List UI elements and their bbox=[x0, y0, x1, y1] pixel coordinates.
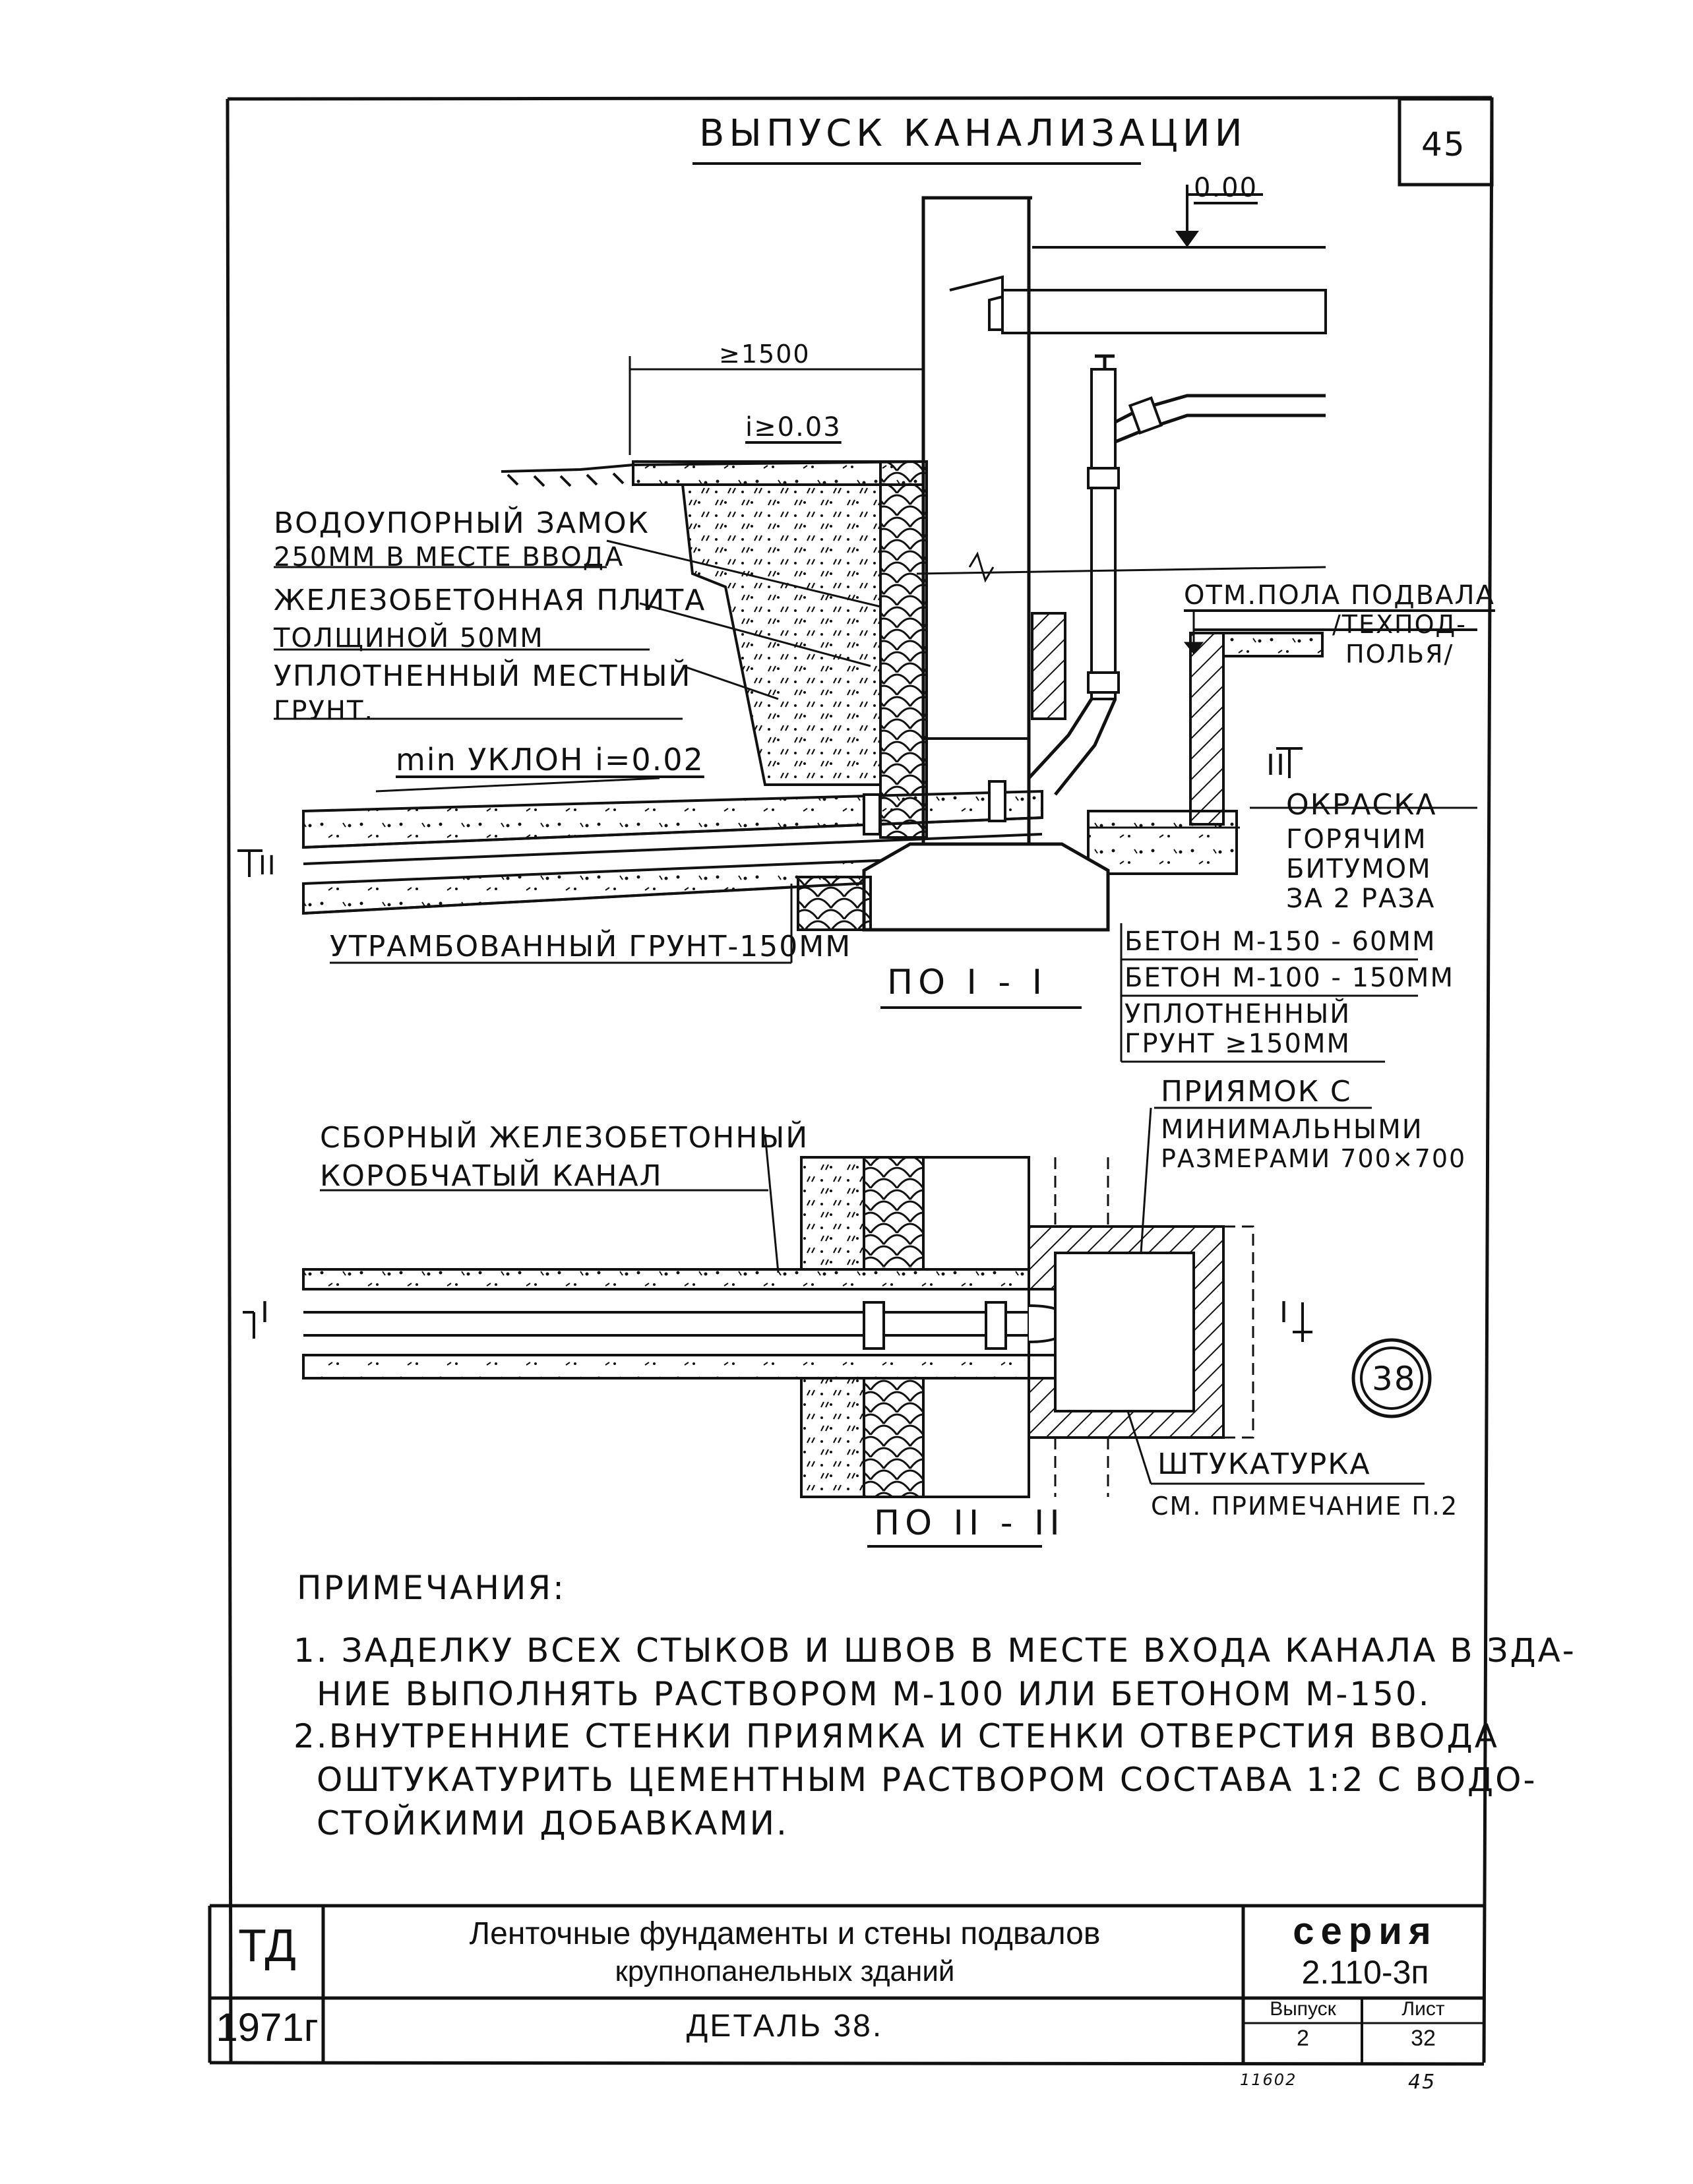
label-compacted-soil-2: ГРУНТ. bbox=[274, 696, 375, 726]
section-mark-I-left: I bbox=[261, 1296, 270, 1329]
label-pit-1: ПРИЯМОК С bbox=[1161, 1075, 1352, 1108]
slope-label: i≥0.03 bbox=[745, 412, 842, 442]
note-1-line-1: 1. ЗАДЕЛКУ ВСЕХ СТЫКОВ И ШВОВ В МЕСТЕ ВХ… bbox=[293, 1631, 1576, 1670]
dimension-1500: ≥1500 bbox=[719, 340, 811, 369]
label-channel-1: СБОРНЫЙ ЖЕЛЕЗОБЕТОННЫЙ bbox=[320, 1121, 809, 1155]
label-compacted-soil-1: УПЛОТНЕННЫЙ МЕСТНЫЙ bbox=[274, 659, 692, 693]
label-concrete-150: БЕТОН М-150 - 60ММ bbox=[1124, 926, 1436, 957]
label-compacted-1: УПЛОТНЕННЫЙ bbox=[1124, 999, 1351, 1029]
title-block-series-value: 2.110-3п bbox=[1301, 1954, 1429, 1991]
note-2-line-1: 2.ВНУТРЕННИЕ СТЕНКИ ПРИЯМКА И СТЕНКИ ОТВ… bbox=[293, 1717, 1499, 1755]
title-block-sheet-value: 32 bbox=[1411, 2026, 1436, 2051]
footer-code: 11602 bbox=[1240, 2071, 1297, 2089]
page-number: 45 bbox=[1421, 125, 1466, 164]
title-block-lines bbox=[208, 1904, 1484, 2063]
label-paint-3: БИТУМОМ bbox=[1286, 854, 1432, 884]
section-mark-I-right: I bbox=[1279, 1296, 1289, 1329]
section-mark-II-left: II bbox=[259, 851, 277, 881]
title-block-name-2: крупнопанельных зданий bbox=[615, 1955, 955, 1987]
min-slope-label: min УКЛОН i=0.02 bbox=[396, 742, 704, 777]
title-block-detail: ДЕТАЛЬ 38. bbox=[686, 2009, 884, 2044]
sheet-frame bbox=[209, 96, 1494, 2066]
label-rc-slab-1: ЖЕЛЕЗОБЕТОННАЯ ПЛИТА bbox=[274, 584, 706, 617]
label-paint-1: ОКРАСКА bbox=[1286, 788, 1437, 822]
label-plaster-2: СМ. ПРИМЕЧАНИЕ П.2 bbox=[1151, 1492, 1459, 1521]
section-1-1-graphics bbox=[237, 185, 1477, 1063]
note-1-line-2: НИЕ ВЫПОЛНЯТЬ РАСТВОРОМ М-100 ИЛИ БЕТОНО… bbox=[317, 1675, 1431, 1713]
label-pit-2: МИНИМАЛЬНЫМИ bbox=[1161, 1114, 1423, 1145]
label-plaster-1: ШТУКАТУРКА bbox=[1157, 1447, 1371, 1481]
section-title-1-1: ПО I - I bbox=[887, 963, 1048, 1002]
title-block-issue-value: 2 bbox=[1297, 2026, 1309, 2051]
note-2-line-3: СТОЙКИМИ ДОБАВКАМИ. bbox=[317, 1804, 789, 1842]
section-2-2-graphics bbox=[243, 1107, 1432, 1548]
label-rammed-soil: УТРАМБОВАННЫЙ ГРУНТ-150ММ bbox=[330, 930, 852, 963]
title-block-year: 1971г bbox=[216, 2005, 319, 2049]
section-title-2-2: ПО II - II bbox=[874, 1503, 1065, 1543]
label-waterproof-lock-1: ВОДОУПОРНЫЙ ЗАМОК bbox=[274, 506, 650, 540]
section-mark-II-right: II bbox=[1266, 748, 1286, 782]
title-block-org: ТД bbox=[238, 1920, 296, 1971]
title-block-issue-label: Выпуск bbox=[1270, 1998, 1336, 2020]
label-rc-slab-2: ТОЛЩИНОЙ 50ММ bbox=[274, 623, 544, 653]
notes-heading: ПРИМЕЧАНИЯ: bbox=[297, 1569, 566, 1607]
title-block-name-1: Ленточные фундаменты и стены подвалов bbox=[469, 1916, 1101, 1951]
label-pit-3: РАЗМЕРАМИ 700×700 bbox=[1161, 1144, 1467, 1173]
label-paint-4: ЗА 2 РАЗА bbox=[1286, 884, 1436, 914]
label-basement-floor-1: ОТМ.ПОЛА ПОДВАЛА bbox=[1184, 580, 1495, 611]
elevation-zero: 0.00 bbox=[1194, 173, 1258, 203]
label-waterproof-lock-2: 250ММ В МЕСТЕ ВВОДА bbox=[274, 542, 625, 572]
title-block-sheet-label: Лист bbox=[1401, 1998, 1445, 2020]
label-concrete-100: БЕТОН М-100 - 150ММ bbox=[1124, 963, 1454, 993]
label-basement-floor-3: ПОЛЬЯ/ bbox=[1345, 640, 1454, 669]
note-2-line-2: ОШТУКАТУРИТЬ ЦЕМЕНТНЫМ РАСТВОРОМ СОСТАВА… bbox=[317, 1761, 1537, 1799]
footer-page: 45 bbox=[1408, 2071, 1436, 2094]
drawing-title: ВЫПУСК КАНАЛИЗАЦИИ bbox=[699, 112, 1247, 155]
label-channel-2: КОРОБЧАТЫЙ КАНАЛ bbox=[320, 1159, 663, 1193]
label-basement-floor-2: /ТЕХПОД- bbox=[1332, 610, 1467, 639]
detail-number-38: 38 bbox=[1372, 1360, 1417, 1398]
label-paint-2: ГОРЯЧИМ bbox=[1286, 824, 1427, 855]
title-block-series-label: серия bbox=[1293, 1910, 1438, 1953]
label-compacted-2: ГРУНТ ≥150ММ bbox=[1124, 1029, 1351, 1059]
